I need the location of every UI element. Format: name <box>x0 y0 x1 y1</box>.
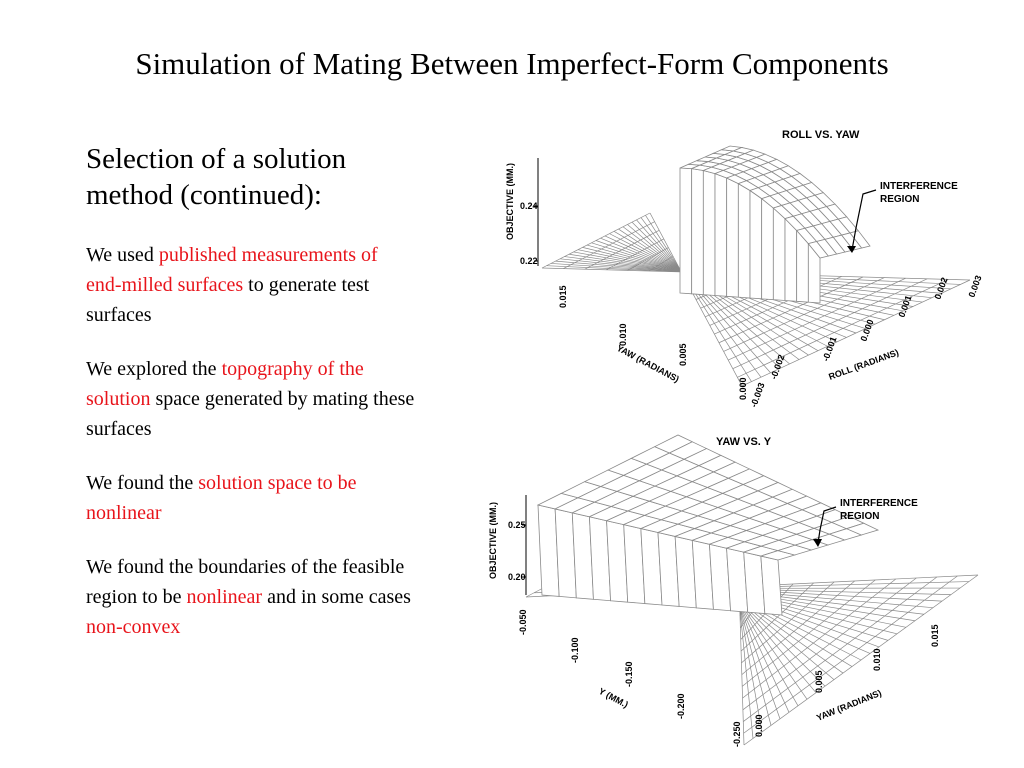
bullet-highlight: topography of the solution <box>86 358 364 410</box>
y-tick: 0.010 <box>872 648 882 671</box>
bullet-text: space generated by mating these surfaces <box>86 388 415 440</box>
bullet-highlight: nonlinear <box>186 586 263 608</box>
mesh-cell <box>845 522 880 536</box>
x-tick: 0.005 <box>678 343 688 366</box>
bullet-item: We found the solution space to be nonlin… <box>86 468 416 528</box>
arrow-head <box>847 246 856 253</box>
annotation-arrow <box>851 189 877 251</box>
z-tick: 0.25 <box>508 520 526 530</box>
bullet-text: We used <box>86 244 159 266</box>
x-tick: -0.250 <box>732 721 742 747</box>
x-axis-label: Y (MM.) <box>597 686 630 710</box>
z-axis-label: OBJECTIVE (MM.) <box>505 163 515 240</box>
y-tick: -0.003 <box>748 381 766 408</box>
mesh-line <box>640 217 762 378</box>
mesh-cell <box>726 177 739 298</box>
z-tick: 0.22 <box>520 256 538 266</box>
figure-roll-vs-yaw: 0.24 0.22 OBJECTIVE (MM.) ROLL VS. YAW I… <box>480 118 1000 418</box>
y-tick: 0.003 <box>966 274 983 299</box>
bullet-text: We found the boundaries of the feasible … <box>86 556 405 608</box>
interference-surface <box>679 145 871 304</box>
y-tick: 0.015 <box>930 624 940 647</box>
x-tick: -0.200 <box>676 693 686 719</box>
mesh-cell <box>691 168 704 296</box>
x-tick: -0.050 <box>518 609 528 635</box>
mesh-line <box>645 215 752 382</box>
plot-title: YAW VS. Y <box>716 436 772 448</box>
slide-title: Simulation of Mating Between Imperfect-F… <box>135 46 889 81</box>
bullet-item: We used published measurements of end-mi… <box>86 240 416 330</box>
surface-plot-yaw-vs-y: 0.25 0.20 OBJECTIVE (MM.) YAW VS. Y INTE… <box>488 434 979 747</box>
y-axis-label: ROLL (RADIANS) <box>827 347 900 382</box>
plot-title: ROLL VS. YAW <box>782 129 860 141</box>
x-tick: 0.000 <box>738 377 748 400</box>
y-tick: 0.000 <box>754 714 764 737</box>
x-tick: -0.100 <box>570 637 580 663</box>
z-tick: 0.24 <box>520 201 538 211</box>
y-tick: -0.002 <box>768 353 786 380</box>
bullet-text: to generate test surfaces <box>86 274 370 326</box>
mesh-cell <box>714 173 728 297</box>
bullet-text: We found the <box>86 472 199 494</box>
bullet-item: We explored the topography of the soluti… <box>86 354 416 444</box>
mesh-cell <box>760 555 783 616</box>
annotation-line: REGION <box>840 511 879 522</box>
z-axis-label: OBJECTIVE (MM.) <box>488 502 498 579</box>
x-axis-label: YAW (RADIANS) <box>615 343 681 384</box>
annotation-arrow <box>817 506 837 544</box>
bullet-highlight: published measurements of end-milled sur… <box>86 244 378 296</box>
mesh-cell <box>737 182 751 299</box>
mesh-cell <box>784 217 798 302</box>
mesh-cell <box>679 167 693 295</box>
x-tick: -0.150 <box>624 661 634 687</box>
surface-plot-roll-vs-yaw: 0.24 0.22 OBJECTIVE (MM.) ROLL VS. YAW I… <box>505 129 984 409</box>
interference-surface <box>536 434 880 616</box>
mesh-cell <box>761 197 774 301</box>
annotation-line: REGION <box>880 194 919 205</box>
mesh-cell <box>702 169 716 296</box>
mesh-line <box>636 219 771 373</box>
bullet-highlight: non-convex <box>86 616 181 638</box>
y-tick: 0.000 <box>858 318 875 343</box>
bullet-highlight: solution space to be nonlinear <box>86 472 357 524</box>
mesh-cell <box>772 207 786 301</box>
annotation-line: INTERFERENCE <box>880 181 958 192</box>
z-tick: 0.20 <box>508 572 526 582</box>
mesh-cell <box>749 189 763 300</box>
bullet-item: We found the boundaries of the feasible … <box>86 552 416 642</box>
bullet-text: and in some cases <box>262 586 411 608</box>
arrow-head <box>813 539 822 547</box>
mesh-line <box>649 212 743 387</box>
figure-yaw-vs-y: 0.25 0.20 OBJECTIVE (MM.) YAW VS. Y INTE… <box>478 425 998 755</box>
slide-subtitle: Selection of a solution method (continue… <box>86 143 347 211</box>
annotation-line: INTERFERENCE <box>840 498 918 509</box>
x-tick: 0.010 <box>618 323 628 346</box>
y-tick: 0.005 <box>814 670 824 693</box>
bullet-list: We used published measurements of end-mi… <box>86 240 416 666</box>
bullet-text: We explored the <box>86 358 222 380</box>
y-tick: -0.001 <box>820 335 838 362</box>
y-axis-label: YAW (RADIANS) <box>815 688 883 723</box>
x-tick: 0.015 <box>558 285 568 308</box>
